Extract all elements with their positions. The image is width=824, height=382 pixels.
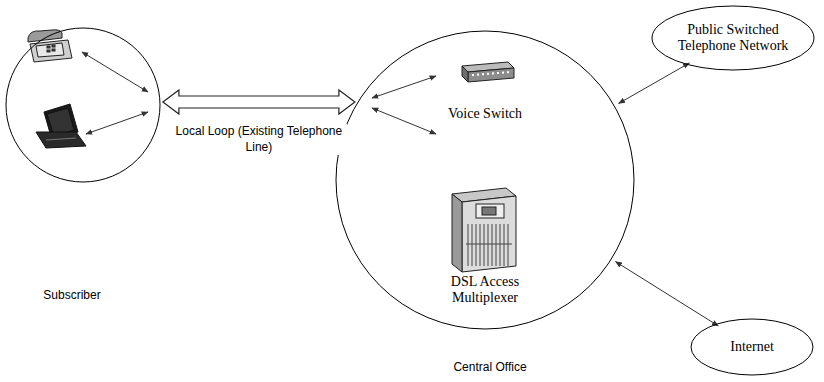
node-label: Subscriber xyxy=(43,288,100,302)
node-label: Public Switched Telephone Network xyxy=(675,22,790,54)
voice-switch: Voice Switch xyxy=(440,55,530,125)
outline-shape xyxy=(691,319,813,375)
node-label: Central Office xyxy=(453,360,526,374)
outline-shape xyxy=(6,28,160,182)
dslam-icon xyxy=(452,188,516,272)
laptop-icon xyxy=(36,104,86,148)
telephone-icon xyxy=(28,30,72,62)
outline xyxy=(5,27,161,183)
connector xyxy=(616,262,719,326)
connector-line xyxy=(616,262,719,326)
switch-icon xyxy=(462,62,514,82)
subscriber-circle: Subscriber xyxy=(5,27,161,183)
outline-shape xyxy=(336,31,634,329)
internal-arrow xyxy=(372,76,436,98)
connector xyxy=(163,90,355,114)
internal-arrow xyxy=(372,108,436,134)
network-ellipse: Internet xyxy=(690,318,814,376)
device-arrow xyxy=(86,112,148,134)
connector xyxy=(619,63,690,103)
central-office-circle: Central OfficeVoice SwitchDSL Access Mul… xyxy=(335,30,635,330)
device-arrow xyxy=(82,52,148,92)
loop-arrow xyxy=(163,90,355,114)
node-label: DSL Access Multiplexer xyxy=(425,274,545,306)
network-ellipse: Public Switched Telephone Network xyxy=(651,5,815,71)
dsl-access-multiplexer: DSL Access Multiplexer xyxy=(420,182,550,308)
edge-label: Local Loop (Existing Telephone Line) xyxy=(171,124,347,155)
connector-line xyxy=(619,63,690,103)
outline-shape xyxy=(652,6,814,70)
text-holder: Public Switched Telephone Network xyxy=(651,5,815,71)
node-label: Internet xyxy=(730,339,774,355)
text-holder: Internet xyxy=(690,318,814,376)
node-label: Voice Switch xyxy=(448,106,522,122)
